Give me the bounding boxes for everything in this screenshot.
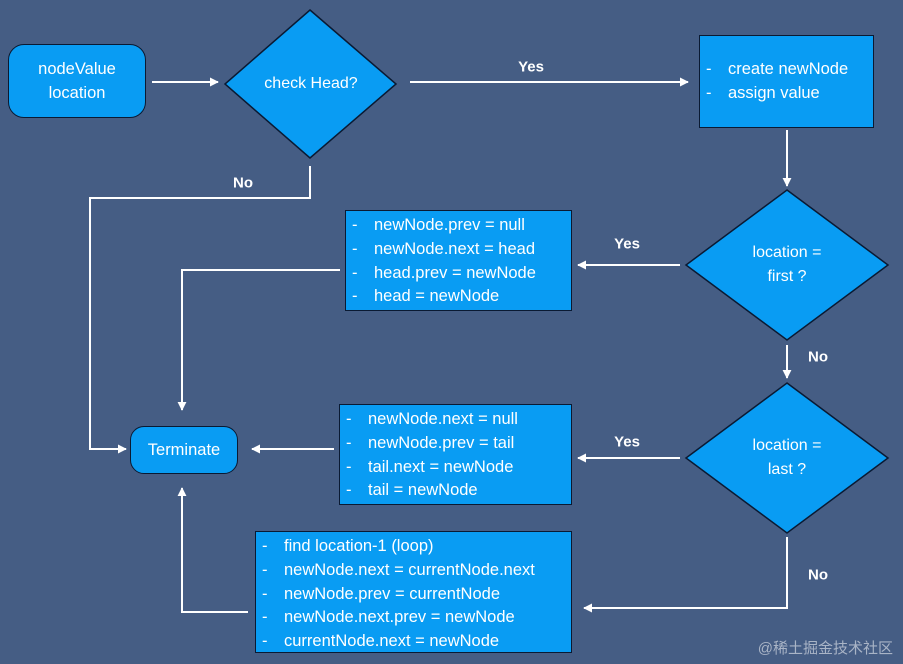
insert-middle-item: -find location-1 (loop)	[262, 537, 434, 555]
label-first-yes: Yes	[614, 235, 640, 253]
input-node: nodeValue location	[8, 44, 146, 118]
edge-last-no	[583, 537, 788, 613]
insert-middle-box: -find location-1 (loop) -newNode.next = …	[255, 531, 572, 653]
label-check-yes: Yes	[518, 58, 544, 76]
label-last-yes: Yes	[614, 433, 640, 451]
create-node-item: -assign value	[706, 83, 820, 102]
insert-tail-item: -newNode.next = null	[346, 410, 518, 428]
input-node-line-1: nodeValue	[38, 60, 116, 78]
decision-location-last-shape	[684, 382, 890, 534]
terminate-node: Terminate	[130, 426, 238, 474]
insert-middle-item: -currentNode.next = newNode	[262, 632, 500, 651]
label-first-no: No	[808, 348, 828, 366]
insert-tail-item: -tail.next = newNode	[346, 457, 514, 476]
insert-tail-box: -newNode.next = null -newNode.prev = tai…	[339, 404, 572, 505]
insert-head-item: -newNode.prev = null	[352, 216, 525, 234]
insert-middle-item: -newNode.prev = currentNode	[262, 584, 500, 603]
insert-middle-item: -newNode.next = currentNode.next	[262, 560, 535, 579]
label-last-no: No	[808, 566, 828, 584]
location-first-label: location = first ?	[753, 241, 822, 289]
label-check-no: No	[233, 174, 253, 192]
decision-check-head-shape	[223, 9, 398, 159]
edge-head-to-terminate	[177, 269, 340, 411]
location-first-line-2: first ?	[767, 268, 807, 285]
insert-head-item: -head.prev = newNode	[352, 263, 536, 282]
terminate-label: Terminate	[147, 441, 221, 459]
decision-location-first-shape	[684, 189, 890, 341]
input-node-line-2: location	[48, 84, 106, 102]
location-last-label: location = last ?	[753, 434, 822, 482]
insert-head-box: -newNode.prev = null -newNode.next = hea…	[345, 210, 572, 311]
insert-middle-item: -newNode.next.prev = newNode	[262, 608, 515, 627]
location-last-line-2: last ?	[767, 461, 807, 478]
create-node-box: -create newNode -assign value	[699, 35, 874, 128]
check-head-label: check Head?	[264, 75, 358, 92]
create-node-item: -create newNode	[706, 60, 849, 78]
insert-tail-item: -tail = newNode	[346, 481, 478, 500]
insert-head-item: -head = newNode	[352, 287, 500, 306]
edge-check-no	[89, 166, 311, 454]
insert-head-item: -newNode.next = head	[352, 239, 535, 258]
location-last-line-1: location =	[752, 437, 822, 454]
location-first-line-1: location =	[752, 244, 822, 261]
edge-middle-to-terminate	[177, 487, 248, 613]
watermark: @稀土掘金技术社区	[757, 640, 893, 657]
insert-tail-item: -newNode.prev = tail	[346, 433, 515, 452]
